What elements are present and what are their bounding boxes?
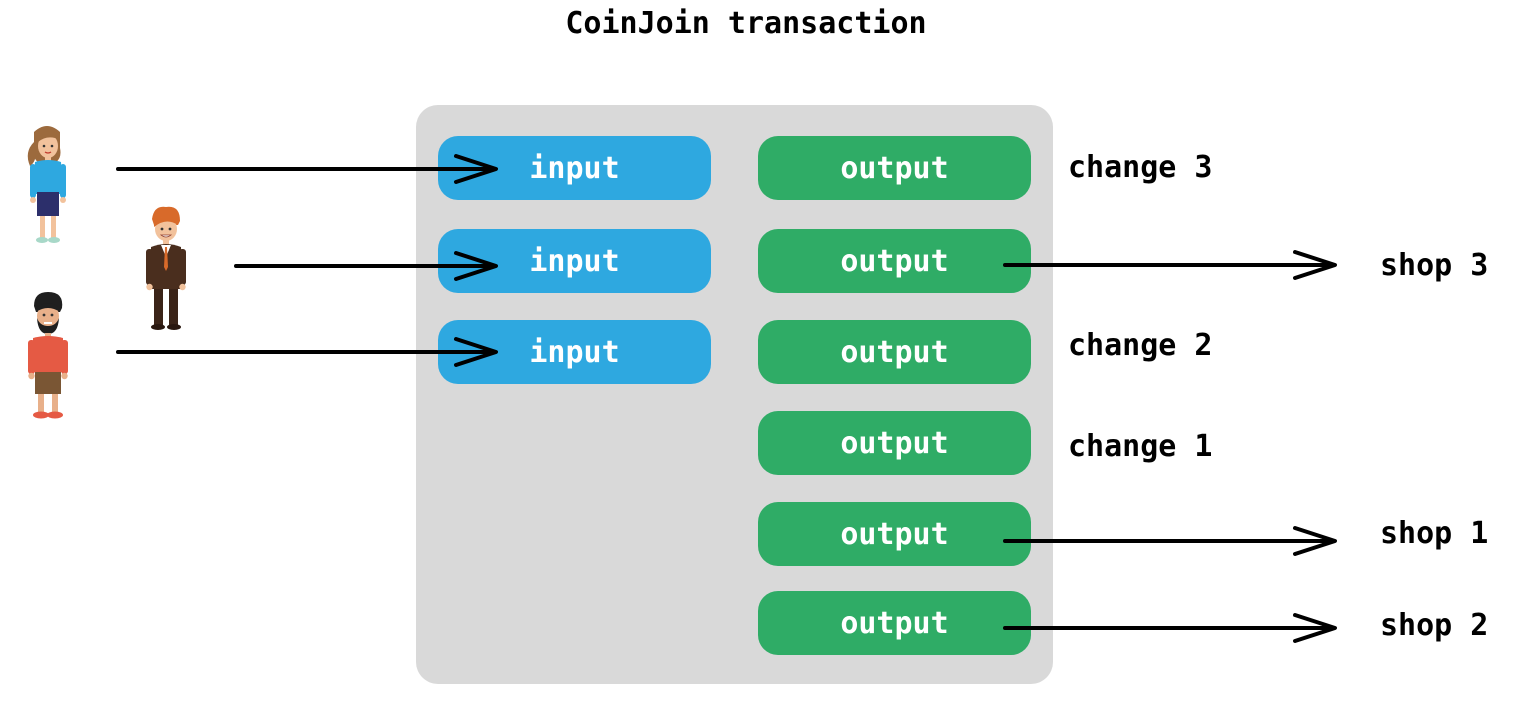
arrow-person1-to-input1 bbox=[116, 154, 498, 184]
businessman-icon bbox=[146, 206, 186, 330]
output-pill-4: output bbox=[758, 411, 1031, 475]
output-pill-6: output bbox=[758, 591, 1031, 655]
diagram-title: CoinJoin transaction bbox=[565, 6, 927, 41]
transaction-box bbox=[416, 105, 1053, 684]
destination-change-1: change 1 bbox=[1068, 429, 1213, 464]
bearded-man-icon bbox=[28, 292, 68, 419]
arrow-person3-to-input3 bbox=[116, 337, 498, 367]
woman-icon bbox=[27, 126, 66, 243]
arrow-output6-to-shop2 bbox=[1003, 613, 1337, 643]
destination-shop-3: shop 3 bbox=[1380, 248, 1489, 283]
destination-change-3: change 3 bbox=[1068, 150, 1213, 185]
output-pill-5: output bbox=[758, 502, 1031, 566]
output-pill-3: output bbox=[758, 320, 1031, 384]
input-pill-3: input bbox=[438, 320, 711, 384]
arrow-output5-to-shop1 bbox=[1003, 526, 1337, 556]
output-pill-2: output bbox=[758, 229, 1031, 293]
destination-shop-1: shop 1 bbox=[1380, 516, 1489, 551]
output-pill-1: output bbox=[758, 136, 1031, 200]
destination-shop-2: shop 2 bbox=[1380, 608, 1489, 643]
arrow-output2-to-shop3 bbox=[1003, 250, 1337, 280]
destination-change-2: change 2 bbox=[1068, 328, 1213, 363]
arrow-person2-to-input2 bbox=[234, 251, 498, 281]
